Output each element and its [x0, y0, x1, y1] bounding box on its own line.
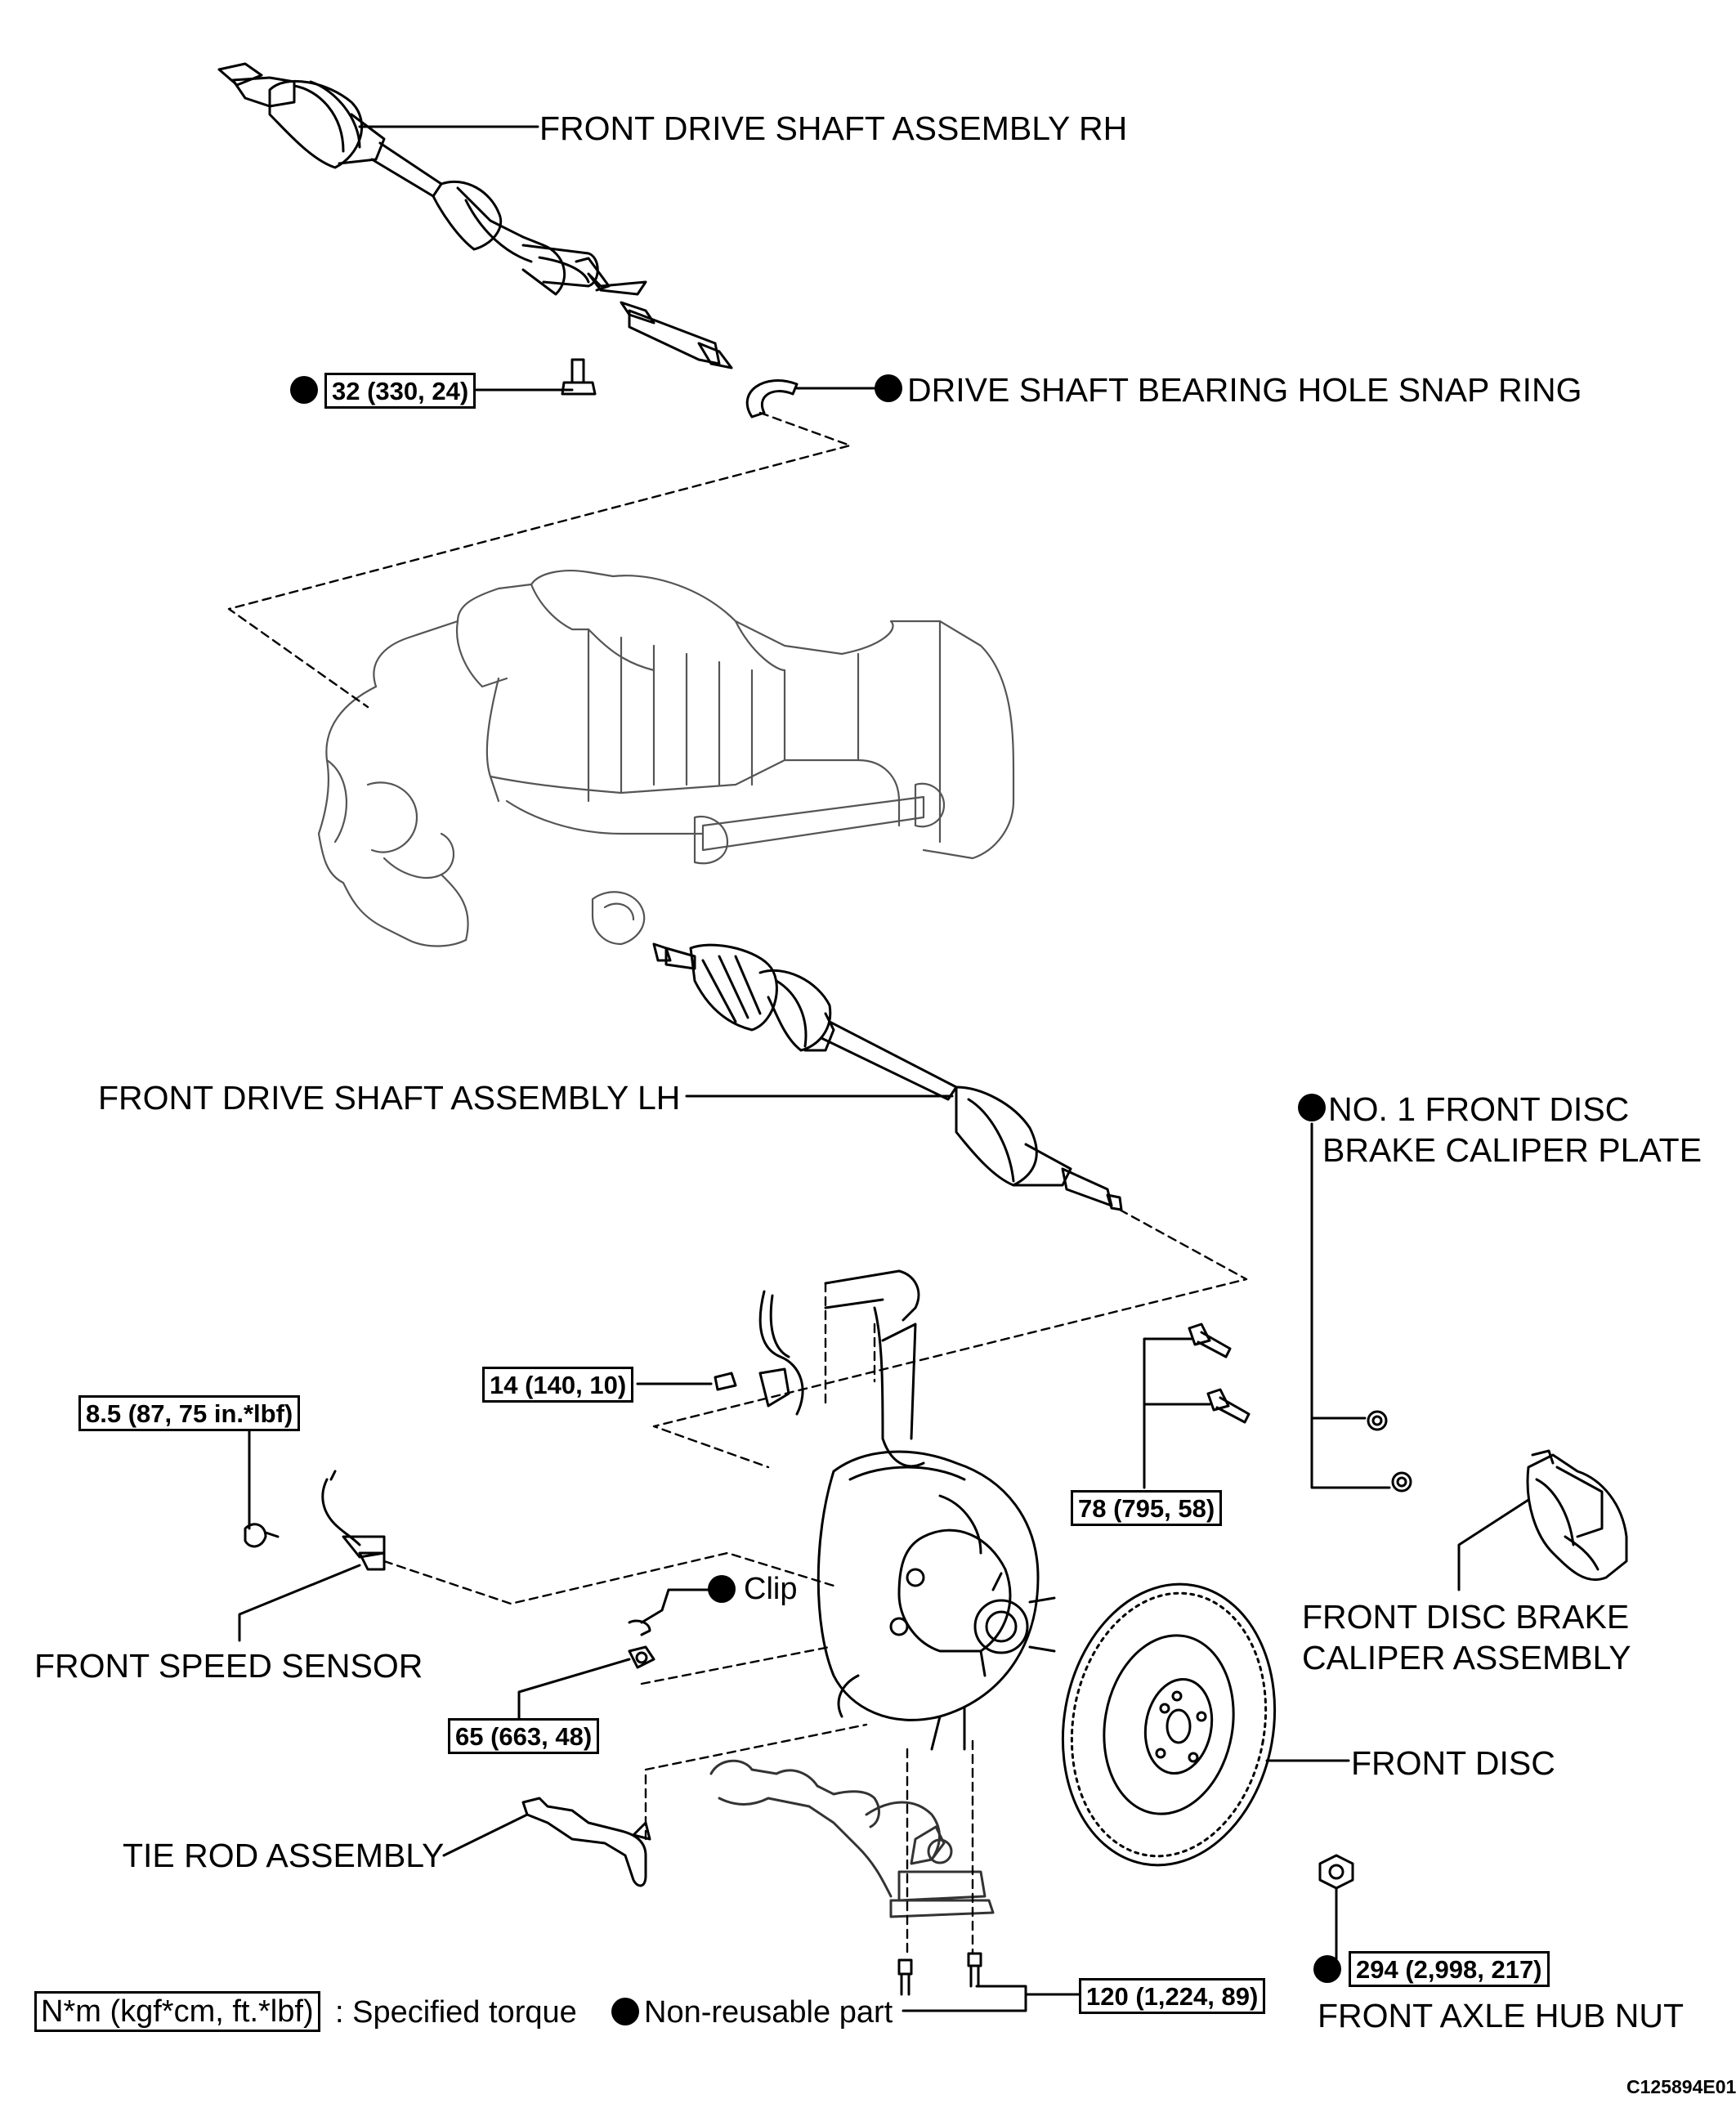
leader-caliper-bolts [1143, 1337, 1211, 1489]
lower-arm-bolts-part [897, 1952, 982, 1996]
snap-ring-part [745, 379, 799, 418]
label-caliper-assembly-line2: CALIPER ASSEMBLY [1302, 1639, 1631, 1676]
leader-clip [640, 1588, 718, 1624]
label-drive-shaft-rh: FRONT DRIVE SHAFT ASSEMBLY RH [539, 110, 1128, 147]
torque-hub-nut: 294 (2,998, 217) [1349, 1951, 1550, 1987]
torque-caliper-bolts: 78 (795, 58) [1071, 1490, 1223, 1526]
non-reusable-dot-caliper-plate [1298, 1094, 1326, 1121]
leader-tie-rod [442, 1813, 529, 1857]
guide-tie-rod-to-knuckle [644, 1723, 868, 1841]
drive-shaft-lh-part [652, 942, 1123, 1211]
guide-snap-ring-to-transaxle [227, 411, 852, 709]
leader-knuckle-nut [517, 1658, 631, 1722]
label-clip: Clip [744, 1572, 798, 1606]
brake-caliper-part [1526, 1449, 1628, 1582]
torque-bearing-bolt: 32 (330, 24) [324, 373, 477, 409]
hub-nut-part [1318, 1854, 1354, 1890]
lower-arm-part [709, 1759, 995, 1918]
label-speed-sensor: FRONT SPEED SENSOR [34, 1647, 423, 1685]
non-reusable-dot-clip [708, 1575, 736, 1603]
speed-sensor-bolt-part [244, 1523, 280, 1548]
guide-clip-to-knuckle [640, 1645, 831, 1685]
tie-rod-part [521, 1797, 651, 1887]
torque-lower-arm-bolts: 120 (1,224, 89) [1079, 1978, 1266, 2014]
leader-caliper-plate [1310, 1122, 1391, 1489]
label-caliper-plate-line2: BRAKE CALIPER PLATE [1322, 1131, 1702, 1169]
torque-speed-sensor-bolt: 8.5 (87, 75 in.*lbf) [78, 1395, 301, 1431]
brake-hose-bracket-part [714, 1290, 804, 1416]
legend-non-reusable-dot [611, 1998, 639, 2025]
caliper-plate-nut-2 [1391, 1471, 1412, 1493]
guide-shaft-to-knuckle [652, 1208, 1248, 1469]
clip-part [628, 1619, 651, 1636]
guide-sensor-to-knuckle [383, 1551, 835, 1605]
leader-speed-sensor [238, 1564, 361, 1642]
label-drive-shaft-lh: FRONT DRIVE SHAFT ASSEMBLY LH [98, 1079, 681, 1117]
legend-unit-box: N*m (kgf*cm, ft.*lbf) [34, 1991, 320, 2032]
non-reusable-dot-hub-nut [1313, 1955, 1341, 1983]
legend-specified-torque: : Specified torque [335, 1995, 577, 2030]
torque-bracket-bolt: 14 (140, 10) [482, 1367, 634, 1403]
leader-lower-bolts [902, 1985, 1081, 2012]
label-hub-nut: FRONT AXLE HUB NUT [1318, 1997, 1685, 2034]
figure-id: C125894E01 [1626, 2076, 1736, 2097]
speed-sensor-part [321, 1470, 386, 1571]
steering-knuckle-part [817, 1269, 1056, 1751]
knuckle-nut-part [628, 1645, 655, 1669]
brake-disc-part [1061, 1582, 1277, 1867]
torque-knuckle-nut: 65 (663, 48) [448, 1718, 600, 1754]
label-caliper-plate-line1: NO. 1 FRONT DISC [1328, 1090, 1630, 1128]
leader-caliper-assembly [1457, 1498, 1530, 1591]
caliper-plate-nut-1 [1367, 1410, 1388, 1431]
label-snap-ring: DRIVE SHAFT BEARING HOLE SNAP RING [907, 371, 1582, 409]
legend-non-reusable: Non-reusable part [644, 1995, 893, 2030]
non-reusable-dot-snap-ring [875, 374, 902, 402]
label-caliper-assembly-line1: FRONT DISC BRAKE [1302, 1598, 1630, 1636]
caliper-bolts-part [1188, 1323, 1251, 1424]
non-reusable-dot-bearing-bolt [290, 376, 318, 404]
label-tie-rod: TIE ROD ASSEMBLY [123, 1837, 445, 1874]
transaxle-part [317, 570, 1015, 947]
label-front-disc: FRONT DISC [1351, 1744, 1555, 1782]
